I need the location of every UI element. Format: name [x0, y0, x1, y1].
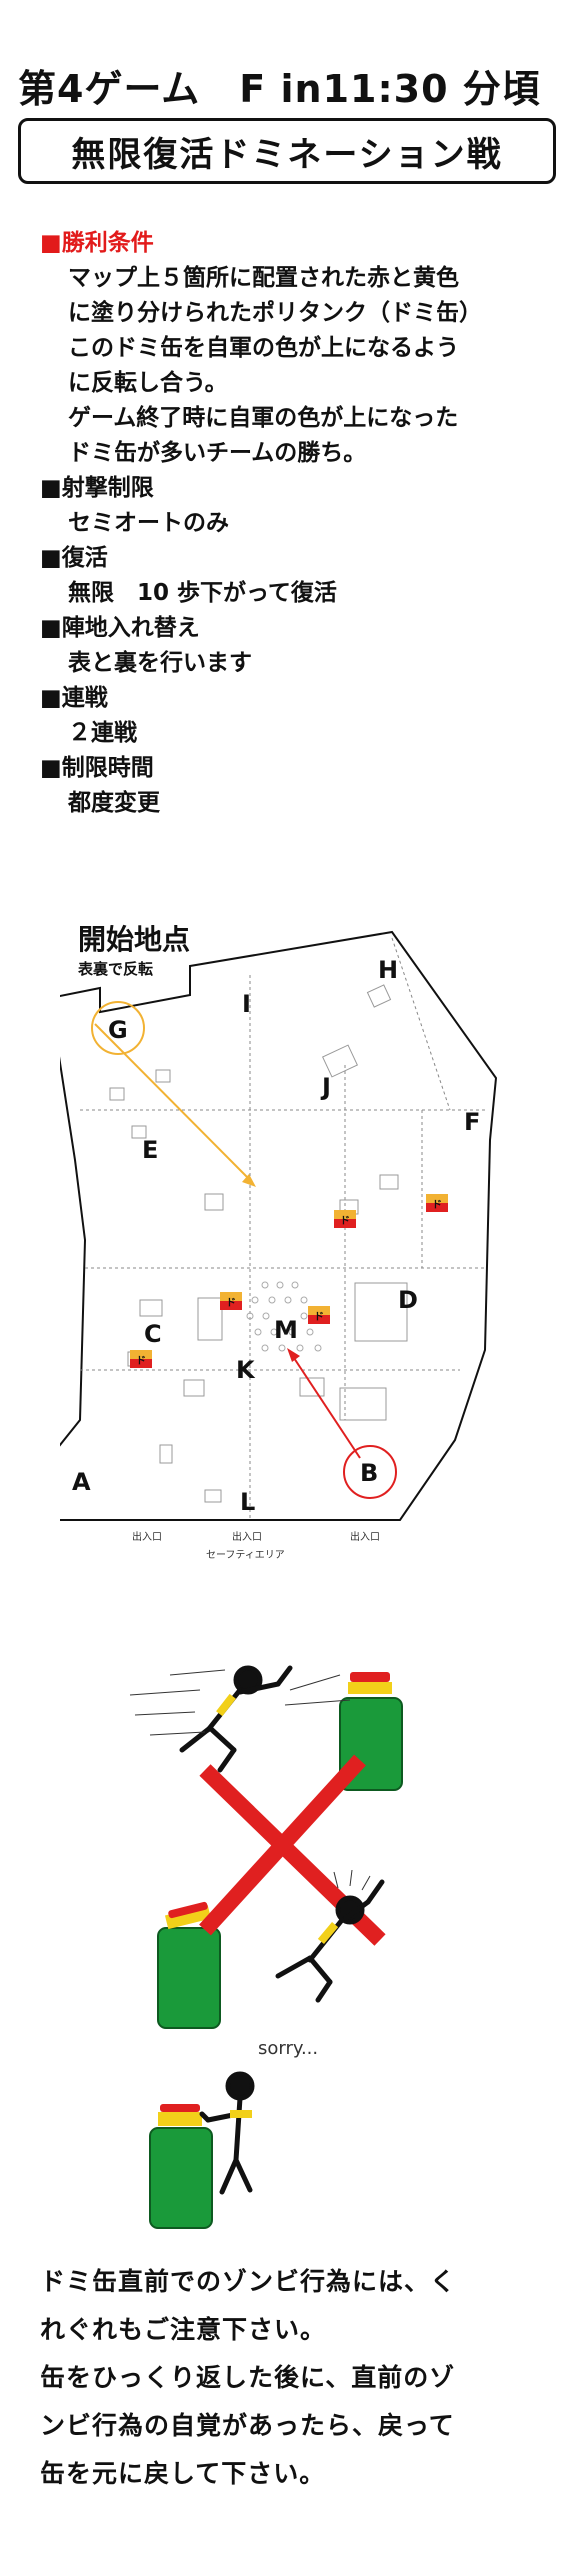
rule-text: ゲーム終了時に自軍の色が上になった — [68, 405, 459, 431]
rule-text: ２連戦 — [68, 720, 137, 746]
domi-can-label: ド — [314, 1311, 324, 1323]
domi-can-marker: ド — [308, 1306, 330, 1324]
rule-text: 表と裏を行います — [68, 650, 252, 676]
domi-can-label: ド — [136, 1355, 146, 1367]
zone-e: E — [142, 1136, 158, 1164]
zone-m: M — [274, 1316, 298, 1344]
rule-text: に塗り分けられたポリタンク（ドミ缶） — [68, 300, 482, 326]
exit-label-1: 出入口 — [132, 1530, 162, 1543]
game-mode-banner: 無限復活ドミネーション戦 — [18, 118, 556, 184]
start-arrow-yellow — [94, 1023, 256, 1187]
zone-j: J — [320, 1073, 331, 1101]
note-line: れぐれもご注意下さい。 — [40, 2315, 327, 2344]
domi-can-label: ド — [340, 1215, 350, 1227]
zone-k: K — [236, 1356, 256, 1384]
map-title: 開始地点 — [78, 923, 191, 956]
zone-f: F — [464, 1108, 480, 1136]
note-line: ドミ缶直前でのゾンビ行為には、く — [40, 2267, 457, 2296]
safety-area-label: セーフティエリア — [206, 1549, 285, 1561]
note-line: 缶をひっくり返した後に、直前のゾ — [40, 2363, 456, 2392]
apologizing-figure — [199, 2071, 255, 2195]
rule-text: マップ上５箇所に配置された赤と黄色 — [68, 265, 459, 291]
domi-can-marker: ド — [334, 1210, 356, 1228]
game-mode-label: 無限復活ドミネーション戦 — [71, 134, 503, 175]
exit-label-2: 出入口 — [232, 1530, 262, 1543]
map-obstacles — [109, 984, 408, 1503]
domi-can-marker: ド — [220, 1292, 242, 1310]
zombie-illustration: sorry... — [129, 1665, 403, 2229]
rule-heading: ■連戦 — [40, 685, 108, 711]
zone-g: G — [108, 1016, 128, 1044]
note-line: ンビ行為の自覚があったら、戻って — [40, 2411, 455, 2440]
green-can-sorry — [149, 2104, 213, 2229]
start-arrow-red — [287, 1348, 361, 1459]
rule-text: セミオートのみ — [68, 510, 229, 536]
zone-i: I — [242, 990, 251, 1018]
zombie-warning-note: ドミ缶直前でのゾンビ行為には、くれぐれもご注意下さい。缶をひっくり返した後に、直… — [40, 2258, 550, 2498]
note-line: 缶を元に戻して下さい。 — [40, 2459, 326, 2488]
map-grid — [80, 937, 485, 1520]
start-circle-g — [91, 1001, 145, 1055]
exit-label-3: 出入口 — [350, 1530, 380, 1543]
rule-text: このドミ缶を自軍の色が上になるよう — [68, 335, 459, 361]
domi-can-label: ド — [432, 1199, 442, 1211]
zone-b: B — [360, 1459, 378, 1487]
speed-lines-top — [129, 1669, 351, 1736]
sorry-speech: sorry... — [258, 2038, 318, 2059]
rule-heading: ■勝利条件 — [40, 230, 154, 256]
game-title: 第4ゲーム F in11:30 分頃 — [18, 67, 541, 111]
zone-d: D — [398, 1286, 418, 1314]
rule-text: 都度変更 — [68, 790, 160, 816]
zone-l: L — [240, 1488, 255, 1516]
rules-section: ■勝利条件マップ上５箇所に配置された赤と黄色に塗り分けられたポリタンク（ドミ缶）… — [40, 226, 560, 821]
rule-text: に反転し合う。 — [68, 370, 228, 396]
zone-a: A — [72, 1468, 91, 1496]
rule-heading: ■射撃制限 — [40, 475, 154, 501]
domi-can-label: ド — [226, 1297, 236, 1309]
zone-c: C — [144, 1320, 162, 1348]
rule-heading: ■制限時間 — [40, 755, 154, 781]
start-circle-b — [343, 1445, 397, 1499]
rule-text: 無限 10 歩下がって復活 — [68, 580, 337, 606]
zone-h: H — [378, 956, 398, 984]
speed-lines-bottom — [333, 1869, 371, 1891]
rule-text: ドミ缶が多いチームの勝ち。 — [68, 440, 367, 466]
green-can-left — [157, 1901, 221, 2029]
domi-can-marker: ド — [130, 1350, 152, 1368]
domi-can-marker: ド — [426, 1194, 448, 1212]
rule-heading: ■復活 — [40, 545, 108, 571]
map-outline — [60, 930, 498, 1521]
rule-heading: ■陣地入れ替え — [40, 615, 200, 641]
map-subtitle: 表裏で反転 — [78, 960, 154, 978]
runner-figure-top — [179, 1665, 293, 1773]
